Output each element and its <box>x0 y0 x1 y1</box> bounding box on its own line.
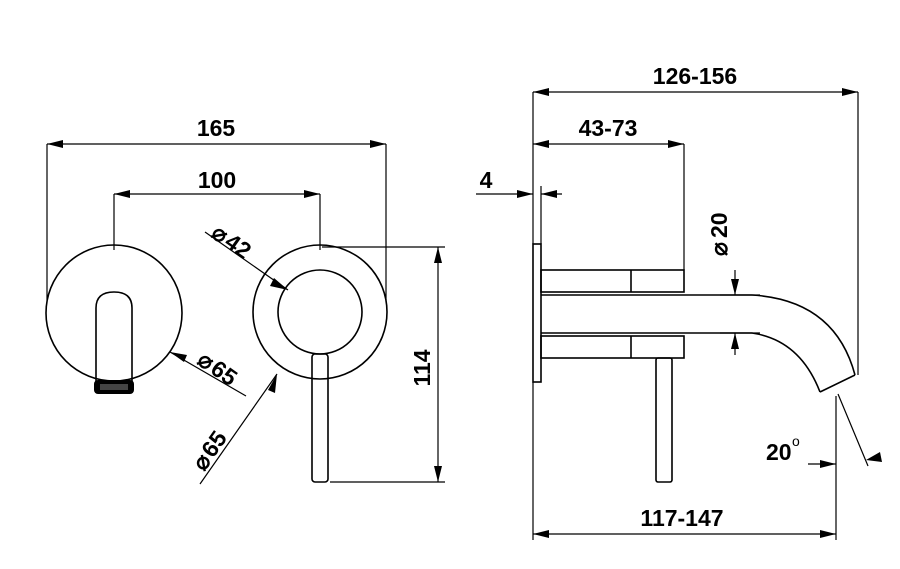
valve-cap <box>277 269 363 355</box>
dimension-front-width: 165 <box>197 115 236 141</box>
dimension-spout-angle: 20 <box>766 439 792 465</box>
handle-escutcheon-plate <box>252 244 388 380</box>
side-view: 126-156 43-73 4 ⌀ 20 117-147 <box>476 63 882 540</box>
side-spout-curve <box>751 294 856 376</box>
spout-escutcheon-plate <box>45 244 183 382</box>
side-wall-plate <box>532 243 542 383</box>
side-body-lower <box>540 335 685 359</box>
lever-handle <box>311 353 329 483</box>
diameter-symbol-spout: ⌀ <box>706 242 732 256</box>
dimension-side-total-depth: 126-156 <box>653 63 737 89</box>
dimension-spout-reach: 117-147 <box>640 505 723 531</box>
dimension-front-height: 114 <box>409 349 435 386</box>
dimension-spout-diameter: 20 <box>706 212 732 238</box>
front-view: 165 100 ⌀ 42 ⌀ 65 ⌀ 65 <box>45 115 445 485</box>
spout-body-front <box>95 291 133 386</box>
dimension-side-body-depth: 43-73 <box>579 115 638 141</box>
degree-symbol: o <box>792 433 800 449</box>
dimension-center-distance: 100 <box>198 167 236 193</box>
side-lever <box>655 357 673 483</box>
dimension-plate-thickness: 4 <box>480 167 493 193</box>
side-body-upper <box>540 269 685 293</box>
